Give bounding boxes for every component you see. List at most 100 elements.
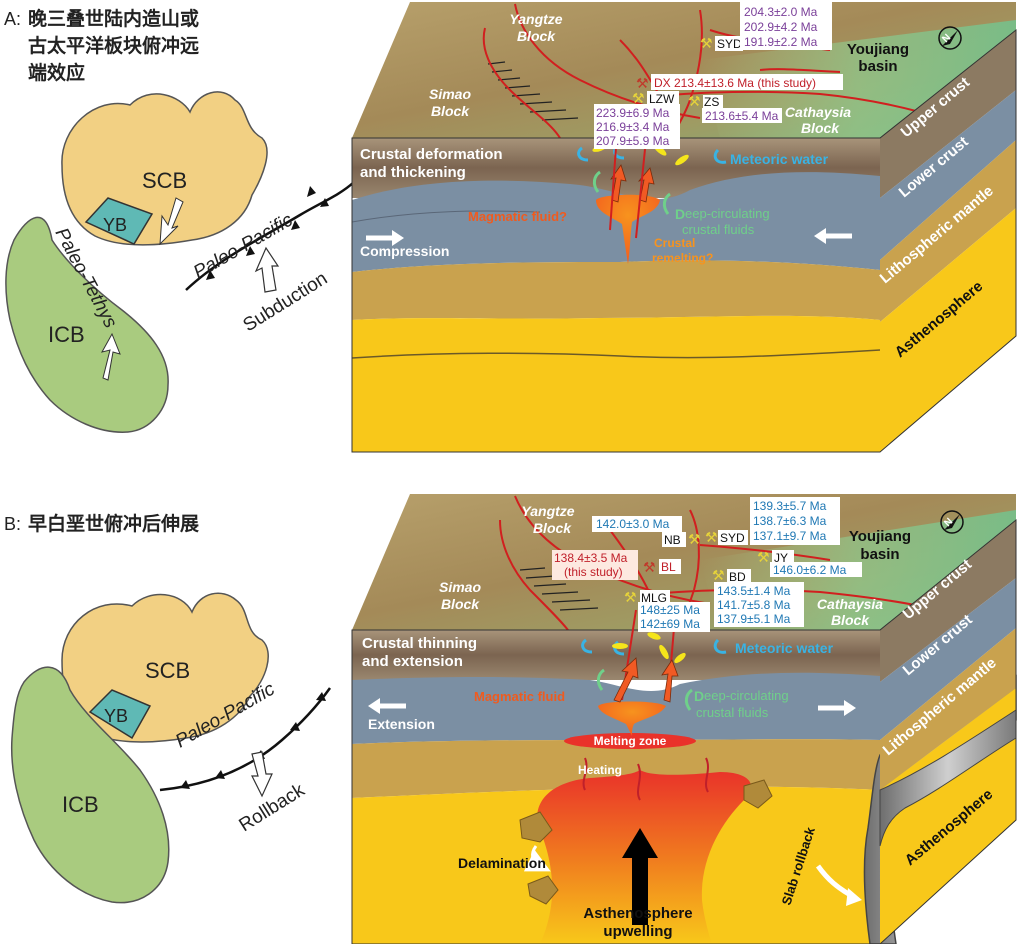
youjiang-label-a: Youjiang	[847, 41, 909, 58]
simao-label-a: Simao	[429, 86, 471, 102]
delamination-block-2	[527, 875, 559, 905]
crustal-extension-label: and extension	[362, 653, 463, 670]
cathaysia-label-b: Cathaysia	[817, 596, 883, 612]
panel-a-heading-line-1: 晚三叠世陆内造山或	[28, 7, 199, 30]
panel-a: A: 晚三叠世陆内造山或 古太平洋板块俯冲远 端效应 SCB YB ICB Pa…	[4, 2, 1017, 453]
panel-b-map: SCB YB ICB Paleo-Pacific Rollback	[10, 592, 332, 904]
delamination-label: Delamination	[458, 855, 546, 871]
yb-block-b	[88, 689, 152, 740]
yb-block	[84, 197, 154, 245]
panel-b-letter: B:	[4, 514, 21, 534]
panel-a-letter: A:	[4, 9, 21, 29]
mlg-age-2-b: 142±69 Ma	[640, 617, 700, 631]
lzw-label-a: LZW	[649, 92, 675, 106]
jy-label-b: JY	[774, 551, 788, 565]
melting-zone-label: Melting zone	[594, 734, 667, 748]
syd-age-2-a: 202.9±4.2 Ma	[744, 20, 818, 34]
sample-syd-a: ⚒ SYD 204.3±2.0 Ma 202.9±4.2 Ma 191.9±2.…	[700, 2, 832, 51]
lzw-age-2-a: 216.9±3.4 Ma	[596, 120, 670, 134]
cathaysia-block-label-a: Block	[801, 120, 840, 136]
simao-block-label-b: Block	[441, 596, 480, 612]
icb-block	[5, 216, 169, 433]
rollback-label: Rollback	[236, 780, 309, 837]
deep-fluid-d-a: D	[675, 206, 685, 222]
side-lower-crust-b	[880, 578, 1016, 740]
delamination-arrow	[523, 845, 551, 872]
bd-age-2-b: 141.7±5.8 Ma	[717, 598, 791, 612]
yangtze-block-label-a: Block	[517, 28, 556, 44]
jy-hammer-icon: ⚒	[757, 549, 770, 565]
zs-label-a: ZS	[704, 95, 719, 109]
magmatic-fluid-label-b: Magmatic fluid	[474, 689, 565, 704]
syd-label-b: SYD	[720, 531, 745, 545]
sample-mlg-b: ⚒ MLG 148±25 Ma 142±69 Ma	[624, 589, 710, 632]
upwelling-arrow	[622, 828, 658, 925]
crustal-thinning-label: Crustal thinning	[362, 635, 477, 652]
heating-label: Heating	[578, 763, 622, 777]
bd-label-b: BD	[729, 570, 746, 584]
asthenosphere-front-a	[352, 315, 880, 452]
syd-age-3-a: 191.9±2.2 Ma	[744, 35, 818, 49]
deep-fluid-line1-b: eep-circulating	[704, 688, 789, 703]
crustal-deformation-label: Crustal deformation	[360, 146, 503, 163]
sample-dx-a: ⚒ DX 213.4±13.6 Ma (this study)	[636, 74, 843, 91]
scb-label: SCB	[142, 168, 187, 193]
magmatic-fluid-arrows-b	[613, 657, 679, 703]
lower-crust-front-a	[352, 172, 880, 272]
panel-b-heading: 早白垩世俯冲后伸展	[28, 512, 199, 535]
nb-label-b: NB	[664, 533, 681, 547]
lzw-hammer-icon: ⚒	[632, 90, 645, 106]
panel-a-block-diagram: Yangtze Block Simao Block Cathaysia Bloc…	[351, 2, 1017, 453]
syd-age-2-b: 138.7±6.3 Ma	[753, 514, 827, 528]
bd-age-1-b: 143.5±1.4 Ma	[717, 584, 791, 598]
mlg-hammer-icon: ⚒	[624, 589, 637, 605]
jy-age-b: 146.0±6.2 Ma	[773, 563, 847, 577]
mlg-label-b: MLG	[641, 591, 667, 605]
deep-fluid-line2-b: crustal fluids	[696, 705, 769, 720]
yangtze-label-a: Yangtze	[509, 11, 562, 27]
dx-hammer-icon: ⚒	[636, 75, 649, 91]
deep-fluid-d-b: D	[694, 688, 704, 704]
yangtze-label-b: Yangtze	[521, 503, 574, 519]
panel-b: B: 早白垩世俯冲后伸展 SCB YB ICB Paleo-Pacific Ro…	[4, 494, 1017, 944]
cathaysia-block-label-b: Block	[831, 612, 870, 628]
subduction-trench	[185, 181, 355, 291]
syd-hammer-icon: ⚒	[700, 35, 713, 51]
compression-arrows-a	[366, 228, 852, 246]
deep-fluid-line2-a: crustal fluids	[682, 222, 755, 237]
sw-arrow-scb	[159, 197, 184, 246]
bd-hammer-icon: ⚒	[712, 567, 725, 583]
melt-funnel-b	[598, 701, 666, 736]
sample-jy-b: ⚒ JY 146.0±6.2 Ma	[757, 549, 862, 577]
syd-label-a: SYD	[717, 37, 742, 51]
lzw-age-3-a: 207.9±5.9 Ma	[596, 134, 670, 148]
magmatic-fluid-label-a: Magmatic fluid?	[468, 209, 567, 224]
deep-fluid-arrows-b	[596, 668, 693, 711]
sample-bd-b: ⚒ BD 143.5±1.4 Ma 141.7±5.8 Ma 137.9±5.1…	[712, 567, 804, 627]
sample-syd-b: ⚒ SYD 139.3±5.7 Ma 138.7±6.3 Ma 137.1±9.…	[705, 497, 840, 545]
yellow-lenses-b	[612, 632, 686, 664]
yb-label: YB	[103, 215, 127, 235]
trench-teeth	[206, 186, 329, 280]
icb-label-b: ICB	[62, 792, 99, 817]
icb-label: ICB	[48, 322, 85, 347]
simao-label-b: Simao	[439, 579, 481, 595]
side-lith-mantle-b	[880, 628, 1016, 790]
youjiang-basin-label-b: basin	[860, 546, 899, 563]
subduction-label: Subduction	[240, 268, 332, 336]
dx-label-a: DX 213.4±13.6 Ma (this study)	[654, 76, 816, 90]
heating-arrows	[582, 757, 709, 801]
meteoric-arrows-b	[581, 638, 727, 656]
rollback-arrow	[251, 751, 273, 798]
bl-note-b: (this study)	[564, 565, 623, 579]
deep-fluid-arrows-a	[592, 170, 671, 215]
north-arrow-icb	[101, 332, 121, 381]
rollback-trench	[159, 687, 332, 792]
deep-fluid-line1-a: eep-circulating	[685, 206, 770, 221]
bl-hammer-icon: ⚒	[643, 559, 656, 575]
side-upper-crust-a	[880, 30, 1016, 198]
icb-block-b	[10, 666, 170, 904]
mlg-age-1-b: 148±25 Ma	[640, 603, 700, 617]
lzw-age-1-a: 223.9±6.9 Ma	[596, 106, 670, 120]
hatch-belt-b	[519, 567, 599, 611]
